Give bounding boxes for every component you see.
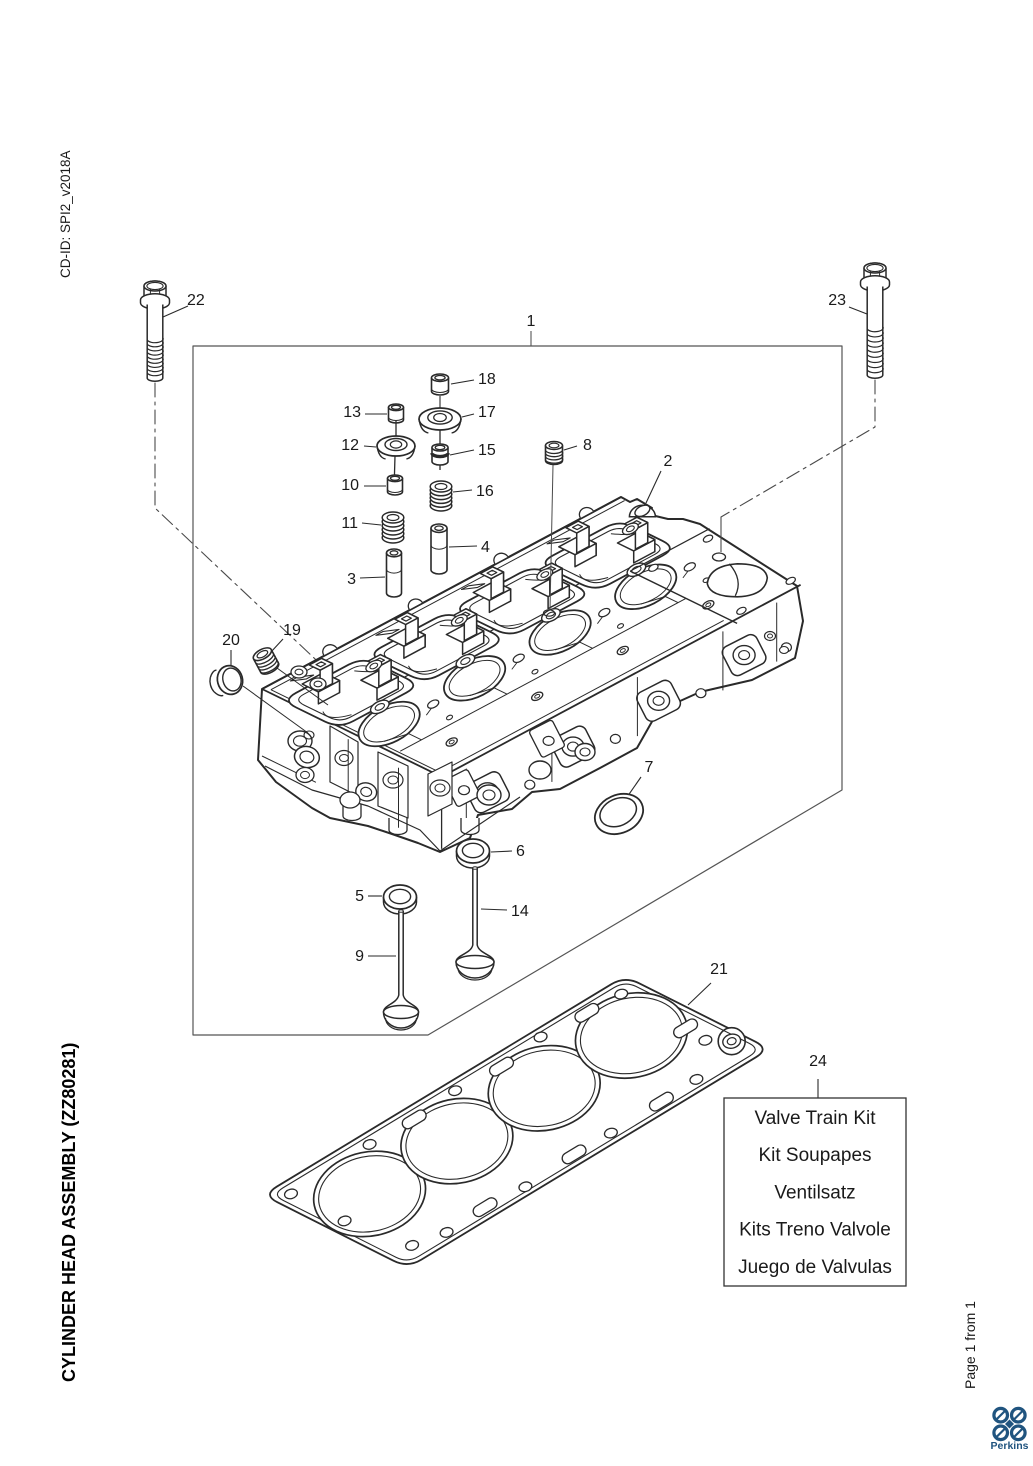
svg-text:17: 17	[478, 404, 496, 421]
svg-text:Valve Train Kit: Valve Train Kit	[754, 1108, 876, 1129]
svg-text:3: 3	[347, 571, 356, 588]
svg-text:2: 2	[664, 453, 673, 470]
svg-text:Page 1 from 1: Page 1 from 1	[962, 1301, 978, 1389]
svg-text:Kits Treno Valvole: Kits Treno Valvole	[739, 1220, 891, 1241]
svg-text:Perkins: Perkins	[991, 1440, 1029, 1452]
svg-text:15: 15	[478, 442, 496, 459]
svg-text:CYLINDER HEAD ASSEMBLY (ZZ8028: CYLINDER HEAD ASSEMBLY (ZZ80281)	[59, 1043, 79, 1382]
svg-text:CD-ID: SPI2_v2018A: CD-ID: SPI2_v2018A	[58, 150, 73, 278]
svg-text:1: 1	[527, 313, 536, 330]
svg-text:7: 7	[645, 759, 654, 776]
svg-text:10: 10	[341, 477, 359, 494]
svg-text:14: 14	[511, 903, 529, 920]
svg-text:Juego de Valvulas: Juego de Valvulas	[738, 1257, 892, 1278]
svg-text:21: 21	[710, 961, 728, 978]
svg-text:8: 8	[583, 437, 592, 454]
svg-text:Ventilsatz: Ventilsatz	[774, 1182, 855, 1203]
svg-text:18: 18	[478, 371, 496, 388]
svg-text:24: 24	[809, 1053, 827, 1070]
svg-text:23: 23	[828, 292, 846, 309]
svg-text:4: 4	[481, 539, 490, 556]
svg-text:12: 12	[341, 437, 359, 454]
svg-text:22: 22	[187, 292, 205, 309]
svg-text:Kit Soupapes: Kit Soupapes	[758, 1145, 871, 1166]
svg-text:13: 13	[343, 404, 361, 421]
svg-text:11: 11	[341, 515, 358, 532]
svg-text:6: 6	[516, 843, 525, 860]
svg-text:19: 19	[283, 622, 301, 639]
svg-text:5: 5	[355, 888, 364, 905]
svg-text:20: 20	[222, 632, 240, 649]
svg-text:16: 16	[476, 483, 494, 500]
svg-text:9: 9	[355, 948, 364, 965]
